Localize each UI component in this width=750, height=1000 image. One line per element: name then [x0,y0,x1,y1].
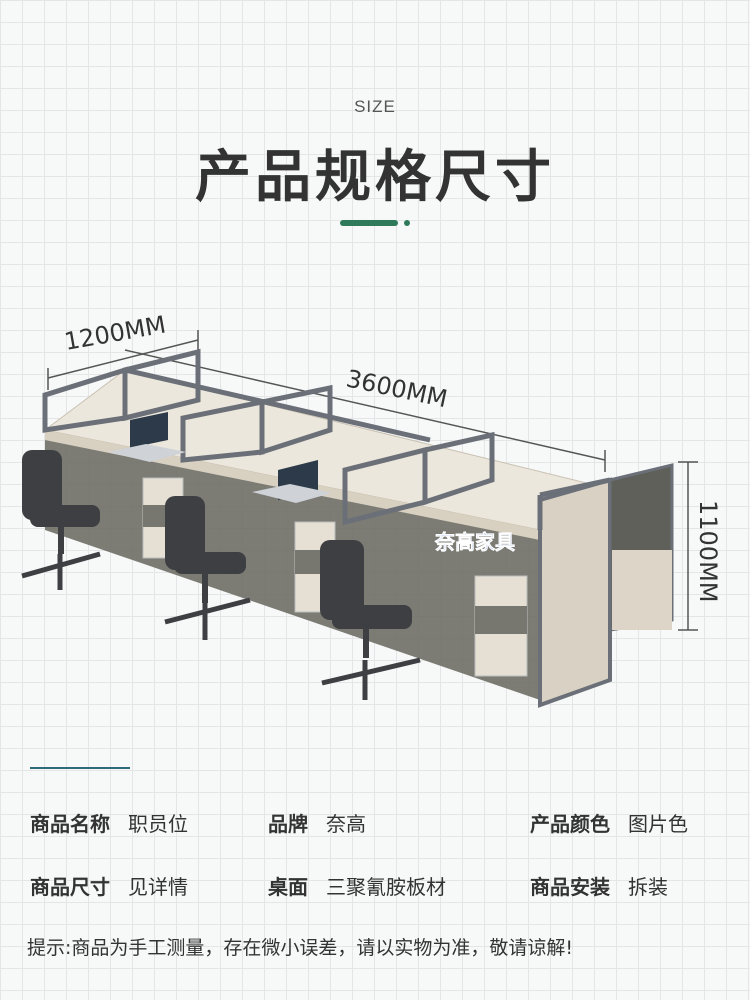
page-title: 产品规格尺寸 [195,145,555,210]
spec-label: 产品颜色 [530,812,610,836]
screen-partitions [42,348,611,530]
workstation-illustration: 1200MM 3600MM 1100MM [21,311,722,708]
spec-value: 拆装 [628,875,668,899]
spec-value: 见详情 [128,875,188,899]
spec-value: 图片色 [628,812,688,836]
size-label: SIZE [354,97,396,116]
length-label: 3600MM [344,364,450,413]
brand-sign: 奈高家具 [434,530,515,554]
drawer-pedestal-3 [474,575,528,677]
spec-item-color: 产品颜色图片色 [530,808,688,837]
spec-item-name: 商品名称职员位 [30,808,188,837]
office-chair-3 [320,540,421,700]
title-underline [340,220,398,226]
laptop-2 [252,460,332,503]
height-dimension: 1100MM [678,461,722,631]
section-divider [30,767,130,769]
title-underline-dot [404,220,410,226]
spec-item-desktop: 桌面三聚氰胺板材 [268,871,446,900]
office-chair-1 [21,450,101,590]
measurement-note: 提示:商品为手工测量，存在微小误差，请以实物为准，敬请谅解! [27,937,574,959]
office-chair-2 [164,496,251,640]
spec-label: 桌面 [268,875,308,899]
spec-value: 奈高 [326,812,366,836]
spec-label: 品牌 [268,812,308,836]
depth-label: 1200MM [62,311,168,356]
end-panel [538,477,612,708]
spec-item-install: 商品安装拆装 [530,871,668,900]
spec-item-brand: 品牌奈高 [268,808,366,837]
height-label: 1100MM [694,500,722,603]
spec-label: 商品安装 [530,875,610,899]
spec-label: 商品尺寸 [30,875,110,899]
laptop-1 [108,412,186,462]
spec-value: 职员位 [128,812,188,836]
spec-value: 三聚氰胺板材 [326,875,446,899]
spec-item-size: 商品尺寸见详情 [30,871,188,900]
end-panel-light [612,550,672,630]
spec-label: 商品名称 [30,812,110,836]
